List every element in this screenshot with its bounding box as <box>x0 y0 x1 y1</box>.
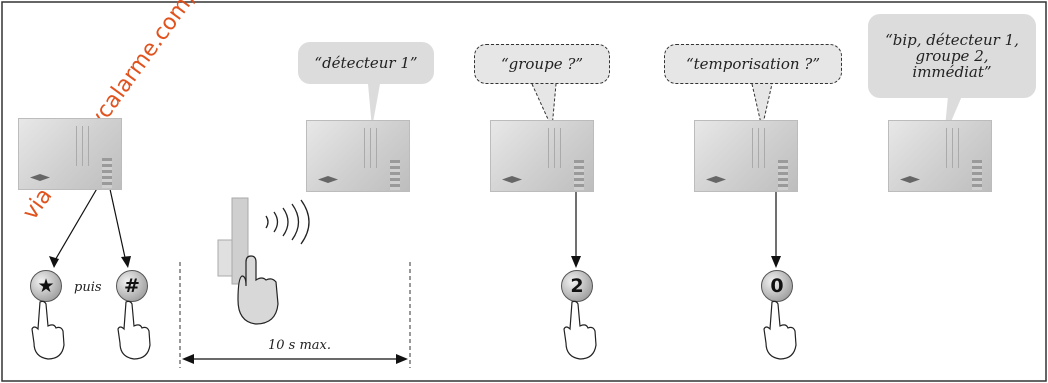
speech-bubble-detecteur: “détecteur 1” <box>298 42 434 84</box>
pressing-finger-icon <box>117 300 151 360</box>
panel-indicator <box>30 174 50 181</box>
arrow-head <box>396 354 408 364</box>
speech-bubble-confirmation: “bip, détecteur 1, groupe 2, immédiat” <box>868 14 1036 98</box>
arrow-head <box>571 256 581 268</box>
arrow-line <box>107 179 127 263</box>
speech-bubble-temporisation: “temporisation ?” <box>664 44 842 84</box>
detector-bracket <box>217 239 233 277</box>
bubble-tail <box>368 84 380 128</box>
pressing-finger-icon <box>763 300 797 360</box>
speech-bubble-groupe: “groupe ?” <box>474 44 610 84</box>
panel-indicator <box>706 176 726 183</box>
panel-texture <box>364 128 382 168</box>
keypad-strip <box>972 160 982 190</box>
arrow-head <box>121 256 131 268</box>
panel-texture <box>752 128 770 168</box>
arrow-line <box>53 179 103 263</box>
keypad-strip <box>102 158 112 188</box>
radio-wave-icon <box>265 199 310 245</box>
panel-indicator <box>318 176 338 183</box>
arrow-head <box>771 256 781 268</box>
alarm-panel-1 <box>18 118 122 190</box>
duration-label: 10 s max. <box>268 338 332 353</box>
keypad-strip <box>390 160 400 190</box>
star-key[interactable]: ★ <box>30 270 62 302</box>
pressing-finger-icon <box>31 300 65 360</box>
pressing-finger-icon <box>563 300 597 360</box>
pointing-hand-icon <box>237 255 279 325</box>
panel-texture <box>548 128 566 168</box>
keypad-strip <box>574 160 584 190</box>
panel-texture <box>76 126 94 166</box>
alarm-panel-3 <box>490 120 594 192</box>
puis-label: puis <box>74 280 102 295</box>
hash-key[interactable]: # <box>116 270 148 302</box>
panel-indicator <box>502 176 522 183</box>
alarm-panel-4 <box>694 120 798 192</box>
digit-0-key[interactable]: 0 <box>761 270 793 302</box>
alarm-panel-5 <box>888 120 992 192</box>
panel-texture <box>946 128 964 168</box>
arrow-head <box>182 354 194 364</box>
panel-indicator <box>900 176 920 183</box>
alarm-panel-2 <box>306 120 410 192</box>
bubble-tail <box>531 83 557 130</box>
digit-2-key[interactable]: 2 <box>561 270 593 302</box>
keypad-strip <box>778 160 788 190</box>
arrow-head <box>49 256 59 268</box>
